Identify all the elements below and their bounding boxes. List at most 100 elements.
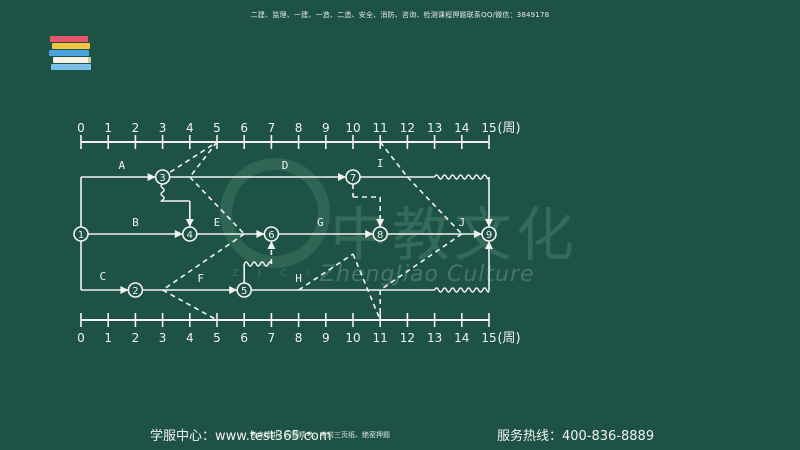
- network-edges: [80, 141, 493, 321]
- scale-tick-label-bottom: 5: [213, 331, 221, 345]
- arrowhead-f: [229, 286, 238, 294]
- top-banner: 二建、监理、一建、一造、二造、安全、消防、咨询、检测课程押题联系QQ/微信：38…: [250, 11, 550, 19]
- node-3-label: 3: [159, 173, 165, 184]
- footer-hotline: 服务热线：400-836-8889: [497, 429, 655, 444]
- scale-tick-label-top: 9: [322, 121, 330, 135]
- scale-tick-label-bottom: 13: [427, 331, 442, 345]
- node-7-label: 7: [350, 173, 356, 184]
- node-3-circle: [154, 169, 171, 185]
- arrowhead-dummy-3-4: [185, 219, 194, 227]
- node-8-circle: [372, 226, 389, 242]
- frontline-mid-1: [162, 141, 218, 178]
- activity-label-b: B: [132, 216, 139, 229]
- scale-tick-label-bottom: 4: [186, 331, 194, 345]
- arrowhead-c: [120, 286, 129, 294]
- arrowhead-e: [256, 230, 265, 238]
- frontline-right-1: [379, 141, 409, 178]
- arrowhead-j: [474, 230, 482, 238]
- scale-tick-label-top: 15: [481, 121, 496, 135]
- frontline-top-1: [189, 141, 218, 178]
- activity-label-e: E: [214, 216, 221, 229]
- scale-tick-label-bottom: 6: [240, 331, 248, 345]
- scale-tick-label-top: 13: [427, 121, 442, 135]
- scale-tick-label-top: 0: [77, 121, 85, 135]
- node-4-circle: [182, 226, 198, 242]
- scale-tick-label-bottom: 0: [77, 331, 85, 345]
- dummy-3-4-wave: [160, 183, 165, 203]
- frontline-right-3: [379, 233, 463, 291]
- activity-label-c: C: [99, 270, 106, 283]
- node-6-label: 6: [268, 230, 274, 241]
- arrowhead-i: [485, 219, 493, 227]
- frontline-mid-3: [352, 253, 381, 321]
- scale-tick-label-bottom: 1: [104, 331, 112, 345]
- watermark-english: ZhengJiao Culture: [320, 262, 535, 287]
- activity-label-f: F: [197, 272, 204, 285]
- frontline-top-3: [162, 233, 245, 291]
- scale-tick-label-bottom: 8: [295, 331, 303, 345]
- arrowhead-b: [174, 230, 183, 238]
- edge-i-float: [433, 174, 490, 180]
- scale-tick-label-bottom: 12: [400, 331, 415, 345]
- scale-tick-label-bottom: 2: [132, 331, 140, 345]
- node-6-circle: [263, 226, 280, 242]
- scale-tick-label-top: 3: [159, 121, 167, 135]
- scale-tick-label-top: 8: [295, 121, 303, 135]
- edge-h-float: [433, 287, 490, 293]
- node-4-label: 4: [187, 230, 193, 241]
- node-1-circle: [73, 226, 89, 242]
- scale-tick-label-top: 14: [454, 121, 469, 135]
- frontline-mid-2: [298, 253, 354, 291]
- scale-tick-label-top: 12: [400, 121, 415, 135]
- activity-label-a: A: [118, 159, 125, 172]
- scale-tick-label-top: 6: [240, 121, 248, 135]
- scale-tick-label-top: 5: [213, 121, 221, 135]
- frontline-top-4: [162, 289, 218, 321]
- scale-unit-label-top: (周): [497, 121, 520, 136]
- node-9-label: 9: [486, 230, 492, 241]
- node-9-circle: [481, 226, 497, 242]
- scale-tick-label-top: 10: [345, 121, 360, 135]
- arrowhead-a: [147, 173, 156, 181]
- scale-tick-label-top: 7: [268, 121, 276, 135]
- scale-tick-label-bottom: 7: [268, 331, 276, 345]
- footer-middle-text: 考点精讲、习题精考、考前三页纸、绝密押题: [250, 431, 390, 439]
- scale-tick-label-top: 4: [186, 121, 194, 135]
- scale-tick-label-bottom: 14: [454, 331, 469, 345]
- books-icon: [49, 36, 91, 70]
- watermark-sub: Z J C I: [232, 268, 318, 279]
- activity-label-j: J: [458, 216, 465, 229]
- scale-tick-label-bottom: 9: [322, 331, 330, 345]
- activity-label-i: I: [377, 157, 384, 170]
- arrowhead-g: [365, 230, 374, 238]
- scale-tick-label-bottom: 15: [481, 331, 496, 345]
- scale-tick-label-top: 2: [132, 121, 140, 135]
- arrowhead-dummy-7-8: [376, 219, 385, 227]
- arrowhead-d: [338, 173, 346, 181]
- arrowhead-h: [485, 241, 493, 249]
- arrowhead-dummy-5-6: [267, 241, 276, 249]
- scale-unit-label-bottom: (周): [497, 331, 520, 346]
- activity-label-d: D: [282, 159, 289, 172]
- node-2-circle: [127, 282, 144, 298]
- scale-tick-label-bottom: 11: [373, 331, 388, 345]
- dummy-5-6-wave: [243, 261, 273, 267]
- scale-tick-label-bottom: 10: [345, 331, 360, 345]
- node-2-label: 2: [132, 286, 138, 297]
- activity-label-h: H: [295, 272, 302, 285]
- scale-tick-label-bottom: 3: [159, 331, 167, 345]
- scale-tick-label-top: 11: [373, 121, 388, 135]
- footer-service-center: 学服中心：www.test365.com: [150, 429, 332, 444]
- frontline-top-2: [189, 176, 245, 235]
- node-1-label: 1: [78, 230, 84, 241]
- node-5-label: 5: [241, 286, 247, 297]
- frontline-right-2: [406, 176, 463, 235]
- node-5-circle: [236, 282, 252, 298]
- scale-tick-label-top: 1: [104, 121, 112, 135]
